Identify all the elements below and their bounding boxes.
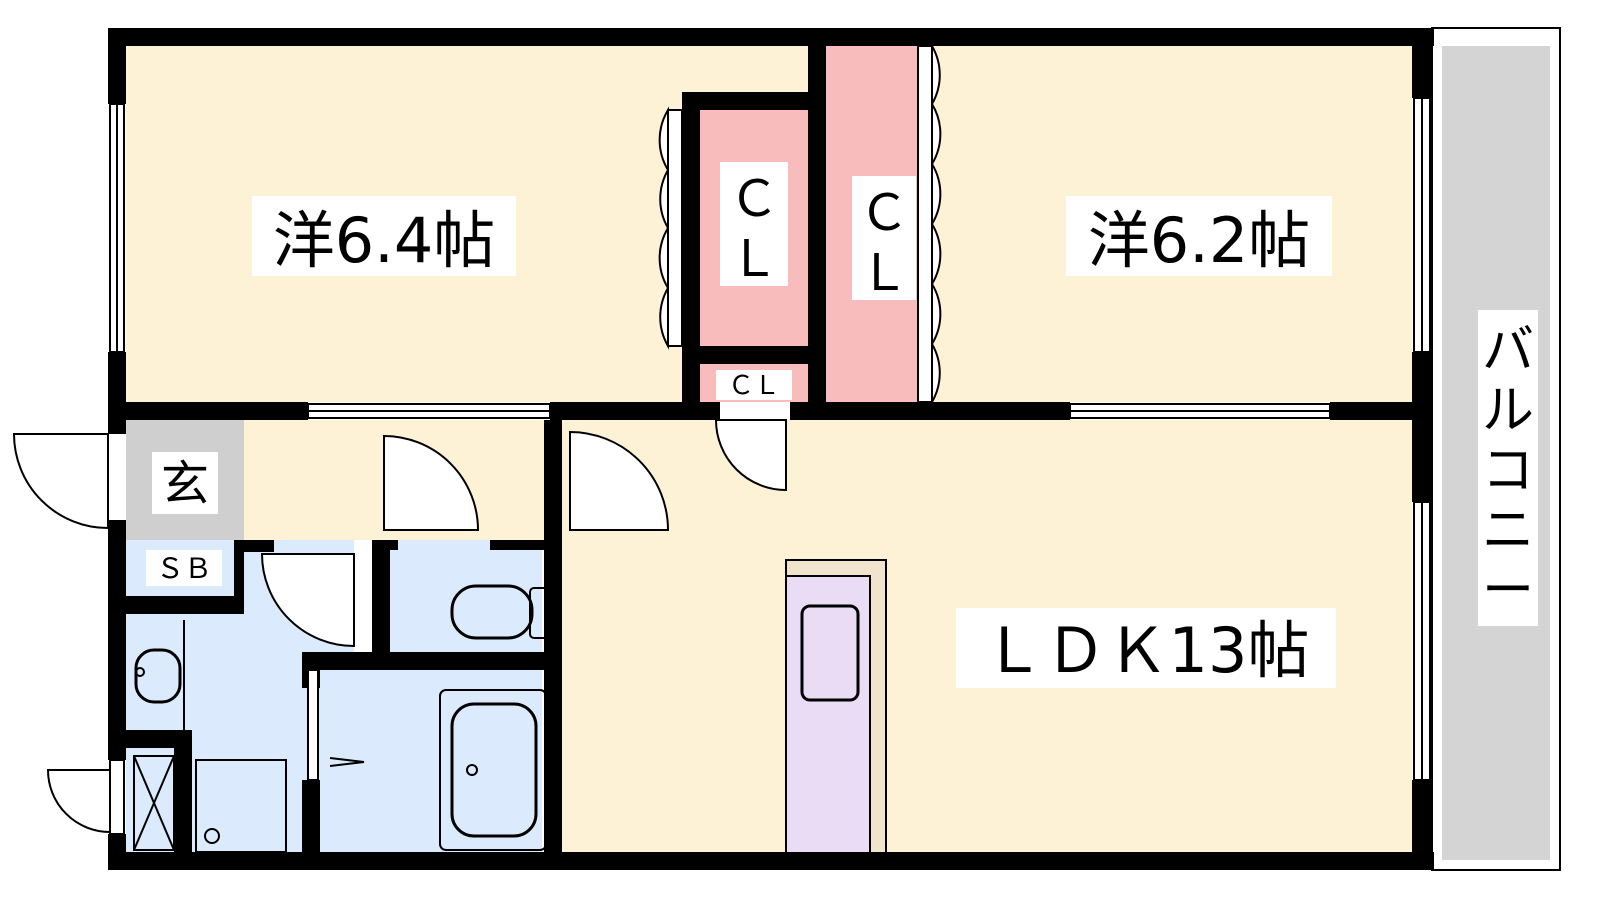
western-room-2-label: 洋6.2帖 xyxy=(1088,204,1311,277)
balcony-label-1: バ xyxy=(1482,321,1534,381)
closet-1-label-top: Ｃ xyxy=(729,170,779,228)
closet-2-label-bottom: Ｌ xyxy=(859,244,909,302)
closet-2-label-top: Ｃ xyxy=(859,184,909,242)
closet-small-label: ＣＬ xyxy=(728,371,780,401)
shoe-box-label: ＳＢ xyxy=(156,552,212,585)
entrance-label: 玄 xyxy=(161,456,209,512)
closet-1-door[interactable] xyxy=(658,106,669,350)
walls xyxy=(108,28,1434,870)
balcony-label-3: コ xyxy=(1482,441,1534,501)
entrance-door[interactable] xyxy=(12,433,109,530)
balcony-label-2: ル xyxy=(1482,381,1534,441)
window-door-south[interactable] xyxy=(46,769,111,834)
ldk-label: ＬＤＫ13帖 xyxy=(983,614,1310,687)
balcony-label-4: ニ xyxy=(1482,501,1534,561)
washbasin xyxy=(134,648,182,704)
balcony xyxy=(1431,27,1561,871)
washroom-door[interactable] xyxy=(260,553,355,648)
labels: 洋6.4帖 洋6.2帖 ＬＤＫ13帖 玄 ＳＢ Ｃ Ｌ Ｃ Ｌ ＣＬ バ ル コ… xyxy=(146,162,1538,688)
toilet xyxy=(450,584,534,640)
closet-1-label-bottom: Ｌ xyxy=(729,230,779,288)
window-toilet-west xyxy=(109,759,125,835)
balcony-label-5: ー xyxy=(1482,561,1534,621)
kitchen-sink xyxy=(800,604,860,702)
doors xyxy=(12,42,942,834)
western-room-1-label: 洋6.4帖 xyxy=(273,204,496,277)
hallway-door[interactable] xyxy=(383,434,480,531)
bathroom-floor xyxy=(312,670,542,852)
bathtub-basin xyxy=(450,702,538,838)
closet-2-door[interactable] xyxy=(931,42,942,406)
windows xyxy=(109,45,1431,835)
ldk-door[interactable] xyxy=(569,430,670,531)
kitchen-counter xyxy=(785,559,887,857)
small-closet-door[interactable] xyxy=(714,419,787,492)
